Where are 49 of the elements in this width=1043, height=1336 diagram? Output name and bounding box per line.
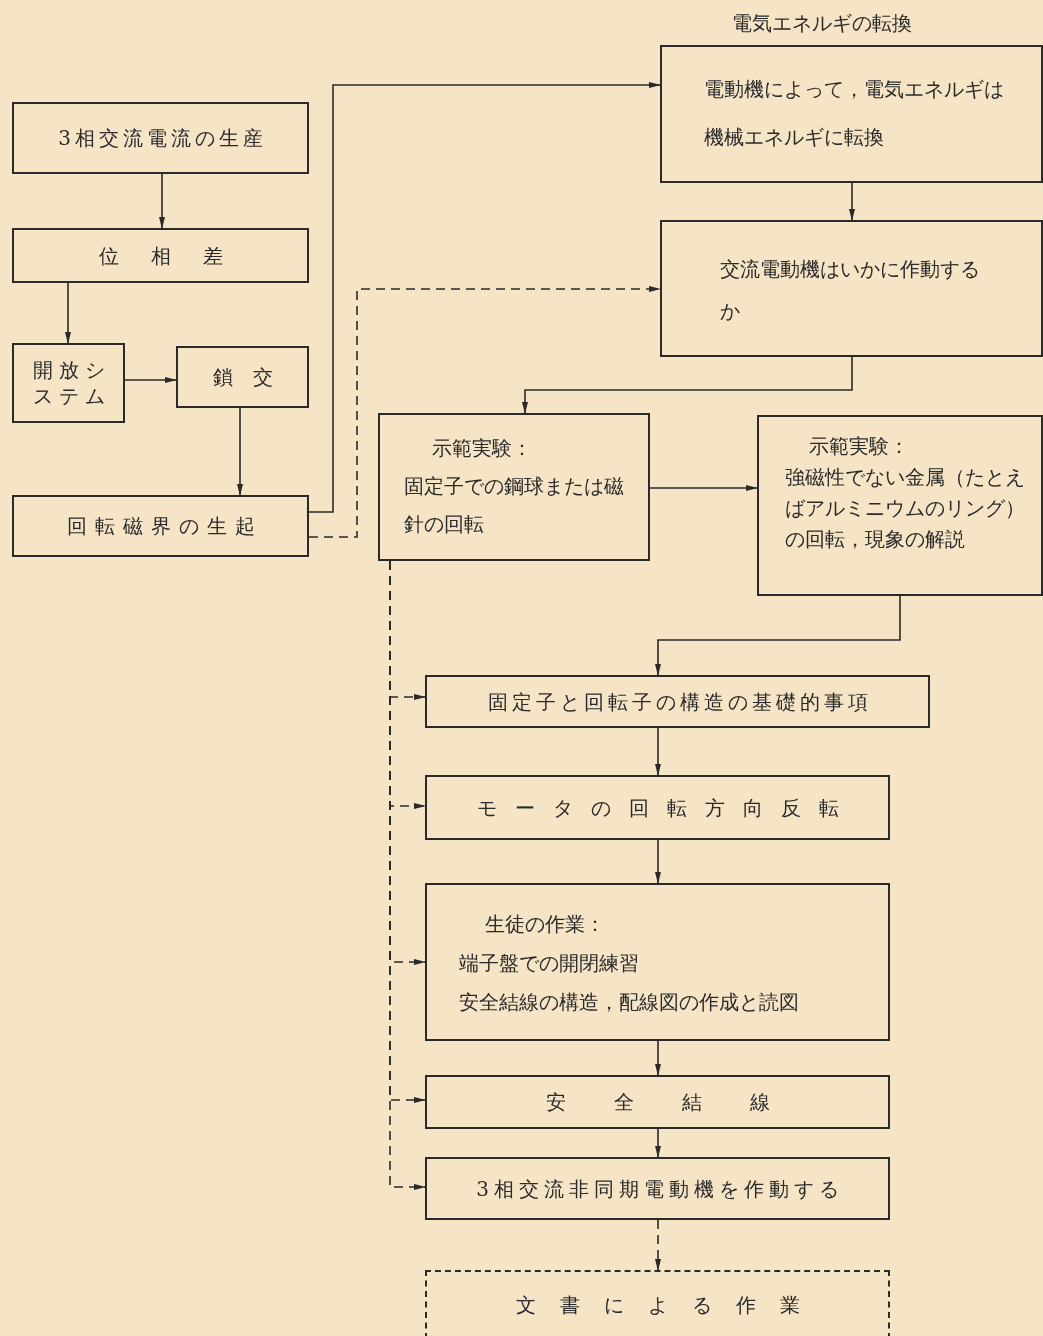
arrow bbox=[124, 377, 177, 383]
arrow bbox=[237, 407, 243, 496]
arrow bbox=[655, 1219, 661, 1271]
arrow bbox=[308, 82, 661, 513]
process-box bbox=[176, 346, 309, 408]
box-text: 端子盤での開閉練習 bbox=[459, 950, 640, 977]
process-box bbox=[12, 228, 309, 283]
arrow bbox=[65, 282, 71, 344]
box-text: モータの回転方向反転 bbox=[476, 794, 857, 821]
process-box bbox=[12, 343, 125, 423]
box-text: 開放システム bbox=[31, 357, 112, 409]
process-box bbox=[12, 495, 309, 557]
box-text: 電動機によって，電気エネルギは機械エネルギに転換 bbox=[704, 76, 1005, 151]
box-text: 生徒の作業： bbox=[484, 911, 606, 938]
process-box bbox=[425, 775, 890, 840]
arrow bbox=[649, 485, 758, 491]
process-box bbox=[425, 1157, 890, 1220]
box-text: 安全結線 bbox=[545, 1089, 818, 1115]
process-box bbox=[425, 1270, 890, 1336]
arrow bbox=[655, 1128, 661, 1158]
box-text: 固定子と回転子の構造の基礎的事項 bbox=[487, 688, 872, 715]
arrow bbox=[159, 173, 165, 229]
arrow bbox=[655, 727, 661, 776]
box-text: 交流電動機はいかに作動するか bbox=[720, 256, 981, 325]
process-box bbox=[12, 102, 309, 174]
box-text: 強磁性でない金属（たとえばアルミニウムのリング）の回転，現象の解説 bbox=[785, 464, 1026, 553]
box-text: 回転磁界の生起 bbox=[66, 513, 263, 539]
box-text: 示範実験： bbox=[431, 435, 533, 462]
arrow bbox=[308, 286, 661, 538]
process-box bbox=[425, 1075, 890, 1129]
box-text: 位相差 bbox=[98, 242, 255, 269]
process-box bbox=[660, 220, 1043, 357]
box-heading: 電気エネルギの転換 bbox=[732, 10, 912, 36]
process-box bbox=[378, 413, 650, 561]
box-text: 示範実験： bbox=[808, 433, 910, 460]
box-text: 文書による作業 bbox=[515, 1292, 824, 1318]
box-text: 3相交流電流の生産 bbox=[58, 125, 267, 151]
box-text: 3相交流非同期電動機を作動する bbox=[476, 1175, 844, 1202]
process-box bbox=[425, 675, 930, 728]
arrow bbox=[849, 182, 855, 221]
box-text: 固定子での鋼球または磁針の回転 bbox=[404, 473, 625, 538]
process-box bbox=[425, 883, 890, 1041]
arrow bbox=[655, 1040, 661, 1076]
arrow bbox=[522, 356, 853, 414]
box-text: 安全結線の構造，配線図の作成と読図 bbox=[459, 989, 800, 1016]
box-text: 鎖交 bbox=[212, 364, 293, 390]
arrow bbox=[655, 595, 901, 676]
process-box bbox=[757, 415, 1043, 596]
arrow bbox=[655, 839, 661, 884]
